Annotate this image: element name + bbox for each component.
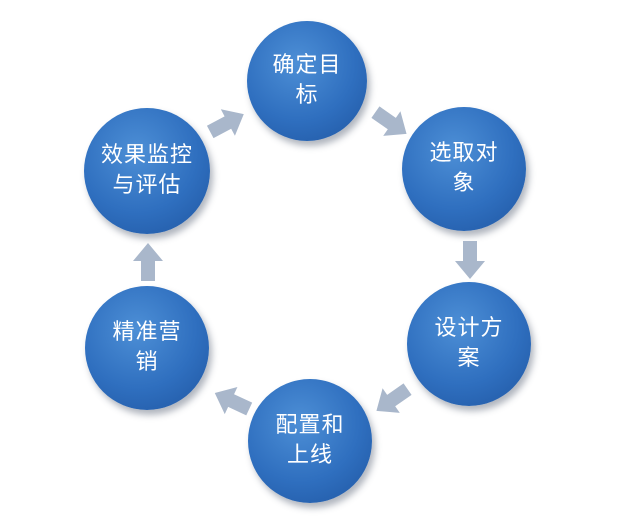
node-label: 设计方案 <box>434 316 504 371</box>
node-set-goal: 确定目标 <box>247 21 367 141</box>
node-label: 精准营销 <box>112 320 182 375</box>
node-design-plan: 设计方案 <box>407 282 531 406</box>
node-label: 确定目标 <box>272 53 342 108</box>
node-select-target: 选取对象 <box>402 107 526 231</box>
arrow-icon <box>364 97 418 149</box>
node-monitor-evaluate: 效果监控与评估 <box>84 108 210 234</box>
arrow-icon <box>131 241 165 283</box>
arrow-icon <box>200 98 253 148</box>
node-configure-launch: 配置和上线 <box>248 379 372 503</box>
node-label: 选取对象 <box>429 141 499 196</box>
node-precision-marketing: 精准营销 <box>85 286 209 410</box>
arrow-icon <box>365 374 419 426</box>
node-label: 配置和上线 <box>275 413 345 468</box>
arrow-icon <box>206 377 258 426</box>
arrow-icon <box>453 239 487 281</box>
node-label: 效果监控与评估 <box>100 143 193 198</box>
